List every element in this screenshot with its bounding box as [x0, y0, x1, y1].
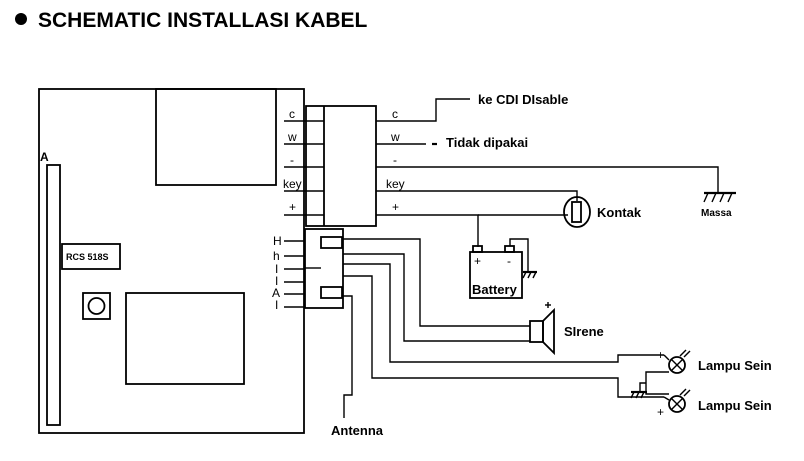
unit-pin-key: key: [283, 177, 302, 191]
lower-wires: [343, 238, 664, 418]
unit-button-icon: [87, 297, 106, 315]
lower-pin-I1: I: [275, 262, 278, 276]
title-bullet-icon: [15, 13, 27, 25]
unit-pin-w: w: [287, 130, 297, 144]
lower-pin-I3: I: [275, 298, 278, 312]
antenna-label: Antenna: [331, 423, 384, 438]
lamp-plus-2: +: [657, 405, 664, 419]
unit-lower-pins: H h I I A I: [272, 234, 304, 312]
battery-plus: +: [474, 254, 481, 268]
unit-upper-pins: c w - key +: [283, 107, 324, 216]
turn-signal-label-1: Lampu Sein: [698, 358, 772, 373]
key-switch-icon: [563, 196, 591, 228]
page-title: SCHEMATIC INSTALLASI KABEL: [38, 9, 368, 32]
lamp-icon: [630, 349, 691, 413]
lower-pin-H: H: [273, 234, 282, 248]
lower-pin-A: A: [272, 286, 280, 300]
unit-pin-plus: +: [289, 200, 296, 214]
unit-pin-minus: -: [290, 153, 294, 167]
battery-label: Battery: [472, 282, 518, 297]
conn-pin-w: w: [390, 130, 400, 144]
conn-pin-c: c: [392, 107, 398, 121]
siren-label: SIrene: [564, 324, 604, 339]
cdi-label: ke CDI DIsable: [478, 92, 568, 107]
ground-icon: [703, 191, 736, 203]
unit-side-label: A: [40, 150, 49, 164]
unit-pin-c: c: [289, 107, 295, 121]
turn-signal-label-2: Lampu Sein: [698, 398, 772, 413]
alarm-unit: A RCS 518S: [38, 88, 305, 434]
conn-pin-key: key: [386, 177, 405, 191]
battery-icon: [469, 238, 537, 299]
lower-connector: [304, 228, 344, 309]
module-label: RCS 518S: [66, 252, 109, 262]
lower-pin-I2: I: [275, 274, 278, 288]
conn-pin-minus: -: [393, 153, 397, 167]
upper-wires: [398, 98, 719, 247]
speaker-icon: [529, 302, 555, 356]
switch-label: Kontak: [597, 205, 642, 220]
conn-pin-plus: +: [392, 200, 399, 214]
lower-pin-h: h: [273, 249, 280, 263]
lamp-plus-1: +: [657, 348, 664, 362]
battery-minus: -: [507, 254, 511, 268]
unused-label: Tidak dipakai: [446, 135, 528, 150]
upper-connector: c w - key +: [305, 105, 405, 227]
ground-label: Massa: [701, 208, 732, 219]
